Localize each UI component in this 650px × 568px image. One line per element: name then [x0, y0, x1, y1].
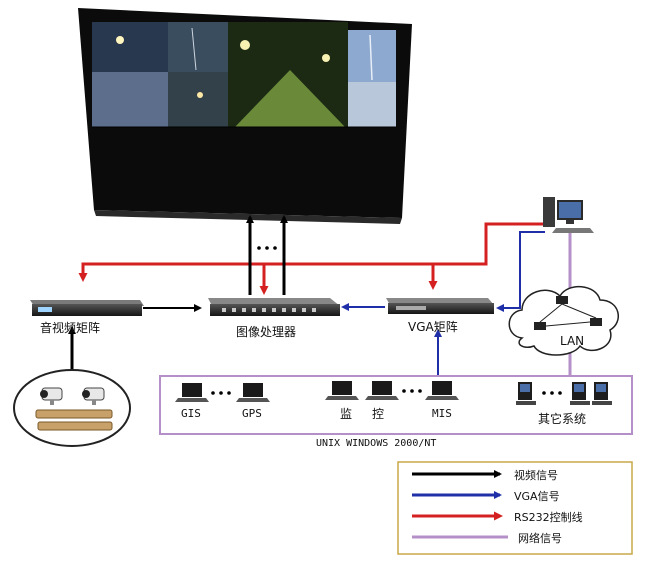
legend-label-network: 网络信号: [518, 532, 562, 545]
os-label: UNIX WINDOWS 2000/NT: [316, 438, 437, 449]
laptop-icon-gps: [236, 383, 270, 402]
gis-label: GIS: [181, 407, 201, 420]
gps-label: GPS: [242, 407, 262, 420]
laptop-icon-control: [365, 381, 399, 400]
rs232-control-lines: [78, 222, 545, 295]
laptop-icon-gis: [175, 383, 209, 402]
desktop-icon: [592, 382, 612, 405]
av-matrix-device: [30, 300, 144, 316]
legend-label-video: 视频信号: [514, 469, 558, 482]
desktop-icon: [516, 382, 536, 405]
video-signal-lines: [68, 215, 288, 372]
monitor-label-1: 监: [340, 407, 353, 421]
video-wall: [78, 8, 412, 224]
video-wall-screen: [92, 22, 396, 127]
legend-label-vga: VGA信号: [514, 490, 560, 503]
camera-group: [13, 369, 131, 447]
av-matrix-label: 音视频矩阵: [40, 321, 101, 335]
image-processor-device: [208, 298, 340, 316]
other-systems-label: 其它系统: [538, 412, 587, 426]
vga-signal-lines: [341, 231, 545, 375]
legend-frame: [397, 461, 633, 555]
legend-label-rs232: RS232控制线: [514, 511, 583, 524]
camera-icon: [40, 387, 63, 405]
lan-cloud: [508, 286, 620, 356]
monitor-label-2: 控: [372, 407, 385, 421]
network-lines: [159, 232, 633, 435]
control-pc: [543, 197, 594, 233]
laptop-icon-mis: [425, 381, 459, 400]
lan-label: LAN: [560, 334, 585, 348]
vga-matrix-label: VGA矩阵: [408, 320, 458, 334]
workstation-group-frame: [159, 375, 633, 435]
desktop-icon: [570, 382, 590, 405]
laptop-icon-monitor: [325, 381, 359, 400]
mis-label: MIS: [432, 407, 452, 420]
image-processor-label: 图像处理器: [236, 325, 297, 339]
vga-matrix-device: [386, 298, 494, 314]
camera-icon: [82, 387, 105, 405]
legend: [397, 461, 633, 555]
